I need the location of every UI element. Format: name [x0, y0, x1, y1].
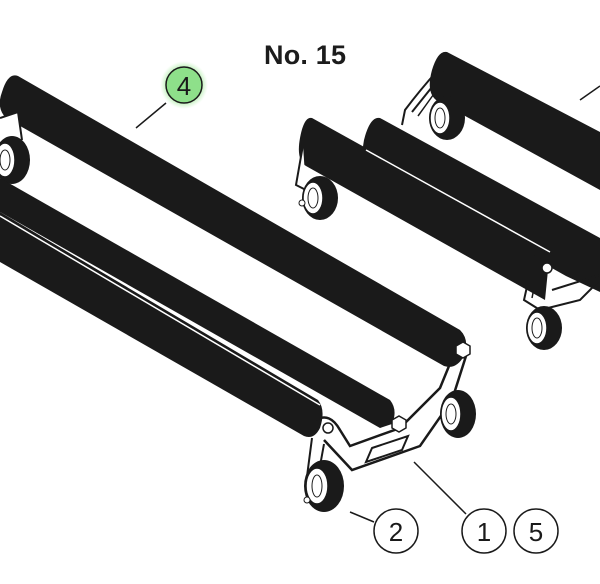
callout-5[interactable]: 5 [513, 508, 559, 554]
front-roller-assembly [0, 75, 476, 512]
front-roller-back [0, 75, 467, 367]
rear-caster-wheel-top [429, 96, 465, 140]
leader-line-4 [135, 102, 167, 129]
front-bracket-right [304, 341, 471, 490]
callout-label: 1 [477, 517, 491, 547]
rear-roller-back [429, 51, 600, 191]
callout-label: 4 [177, 71, 191, 101]
front-caster-wheel-left [303, 460, 344, 512]
leader-line-1 [413, 461, 467, 515]
diagram-title: No. 15 [264, 40, 347, 70]
callout-1[interactable]: 1 [461, 508, 507, 554]
callout-circle [513, 508, 559, 554]
callout-label: 2 [389, 517, 403, 547]
front-caster-wheel-left-top [0, 110, 30, 184]
rear-bracket-top [401, 69, 449, 126]
front-caster-wheel-right [440, 390, 476, 438]
callout-circle [373, 508, 419, 554]
rear-caster-wheel-left [294, 144, 338, 220]
front-roller-front [0, 212, 323, 437]
callout-circle [165, 66, 203, 104]
callout-2[interactable]: 2 [373, 508, 419, 554]
leader-line-offscreen [579, 85, 600, 101]
leader-line-2 [349, 511, 375, 523]
callout-label: 5 [529, 517, 543, 547]
front-roller-middle [0, 178, 395, 428]
rear-roller-front [298, 117, 551, 300]
rear-roller-assembly [294, 51, 600, 350]
rear-caster-wheel-right [526, 306, 562, 350]
callout-4[interactable]: 4 [160, 61, 208, 109]
callout-circle [461, 508, 507, 554]
